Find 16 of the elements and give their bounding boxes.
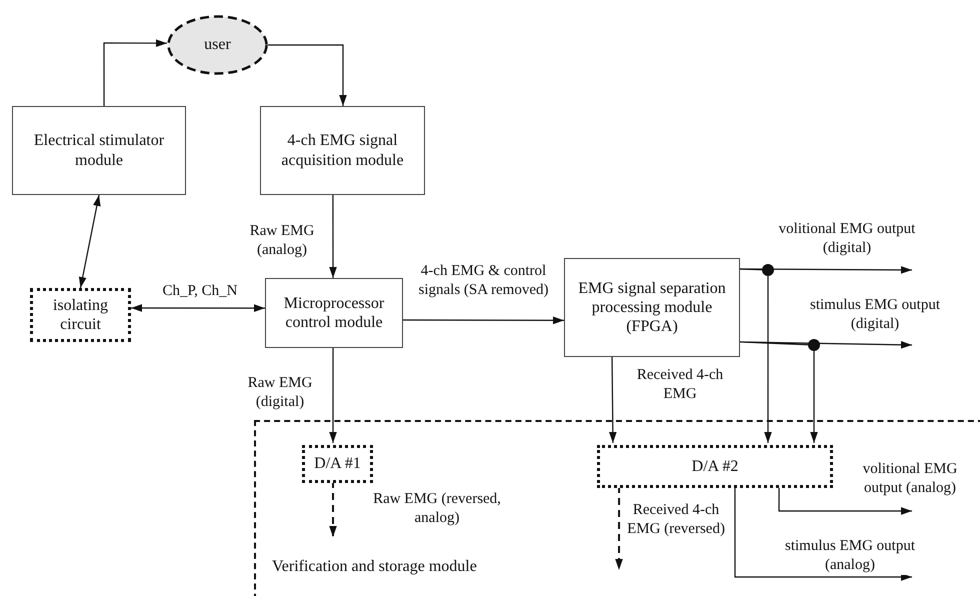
circuit-box [597,445,833,488]
node-label: EMG signal separation processing module (FPGA) [577,278,727,336]
module-box [564,258,740,357]
module-box [260,106,425,195]
module-box [265,278,403,348]
region-title: Verification and storage module [272,557,477,576]
module-box [12,106,186,195]
node-label: Microprocessor control module [282,294,386,332]
node-label: Electrical stimulator module [32,131,166,170]
node-label: D/A #2 [692,456,738,476]
circuit-box [30,288,131,342]
node-label: isolating circuit [52,296,110,334]
node-label: user [204,35,231,55]
node-label: 4-ch EMG signal acquisition module [280,131,405,170]
circuit-box [302,445,373,483]
node-label: D/A #1 [314,454,361,474]
